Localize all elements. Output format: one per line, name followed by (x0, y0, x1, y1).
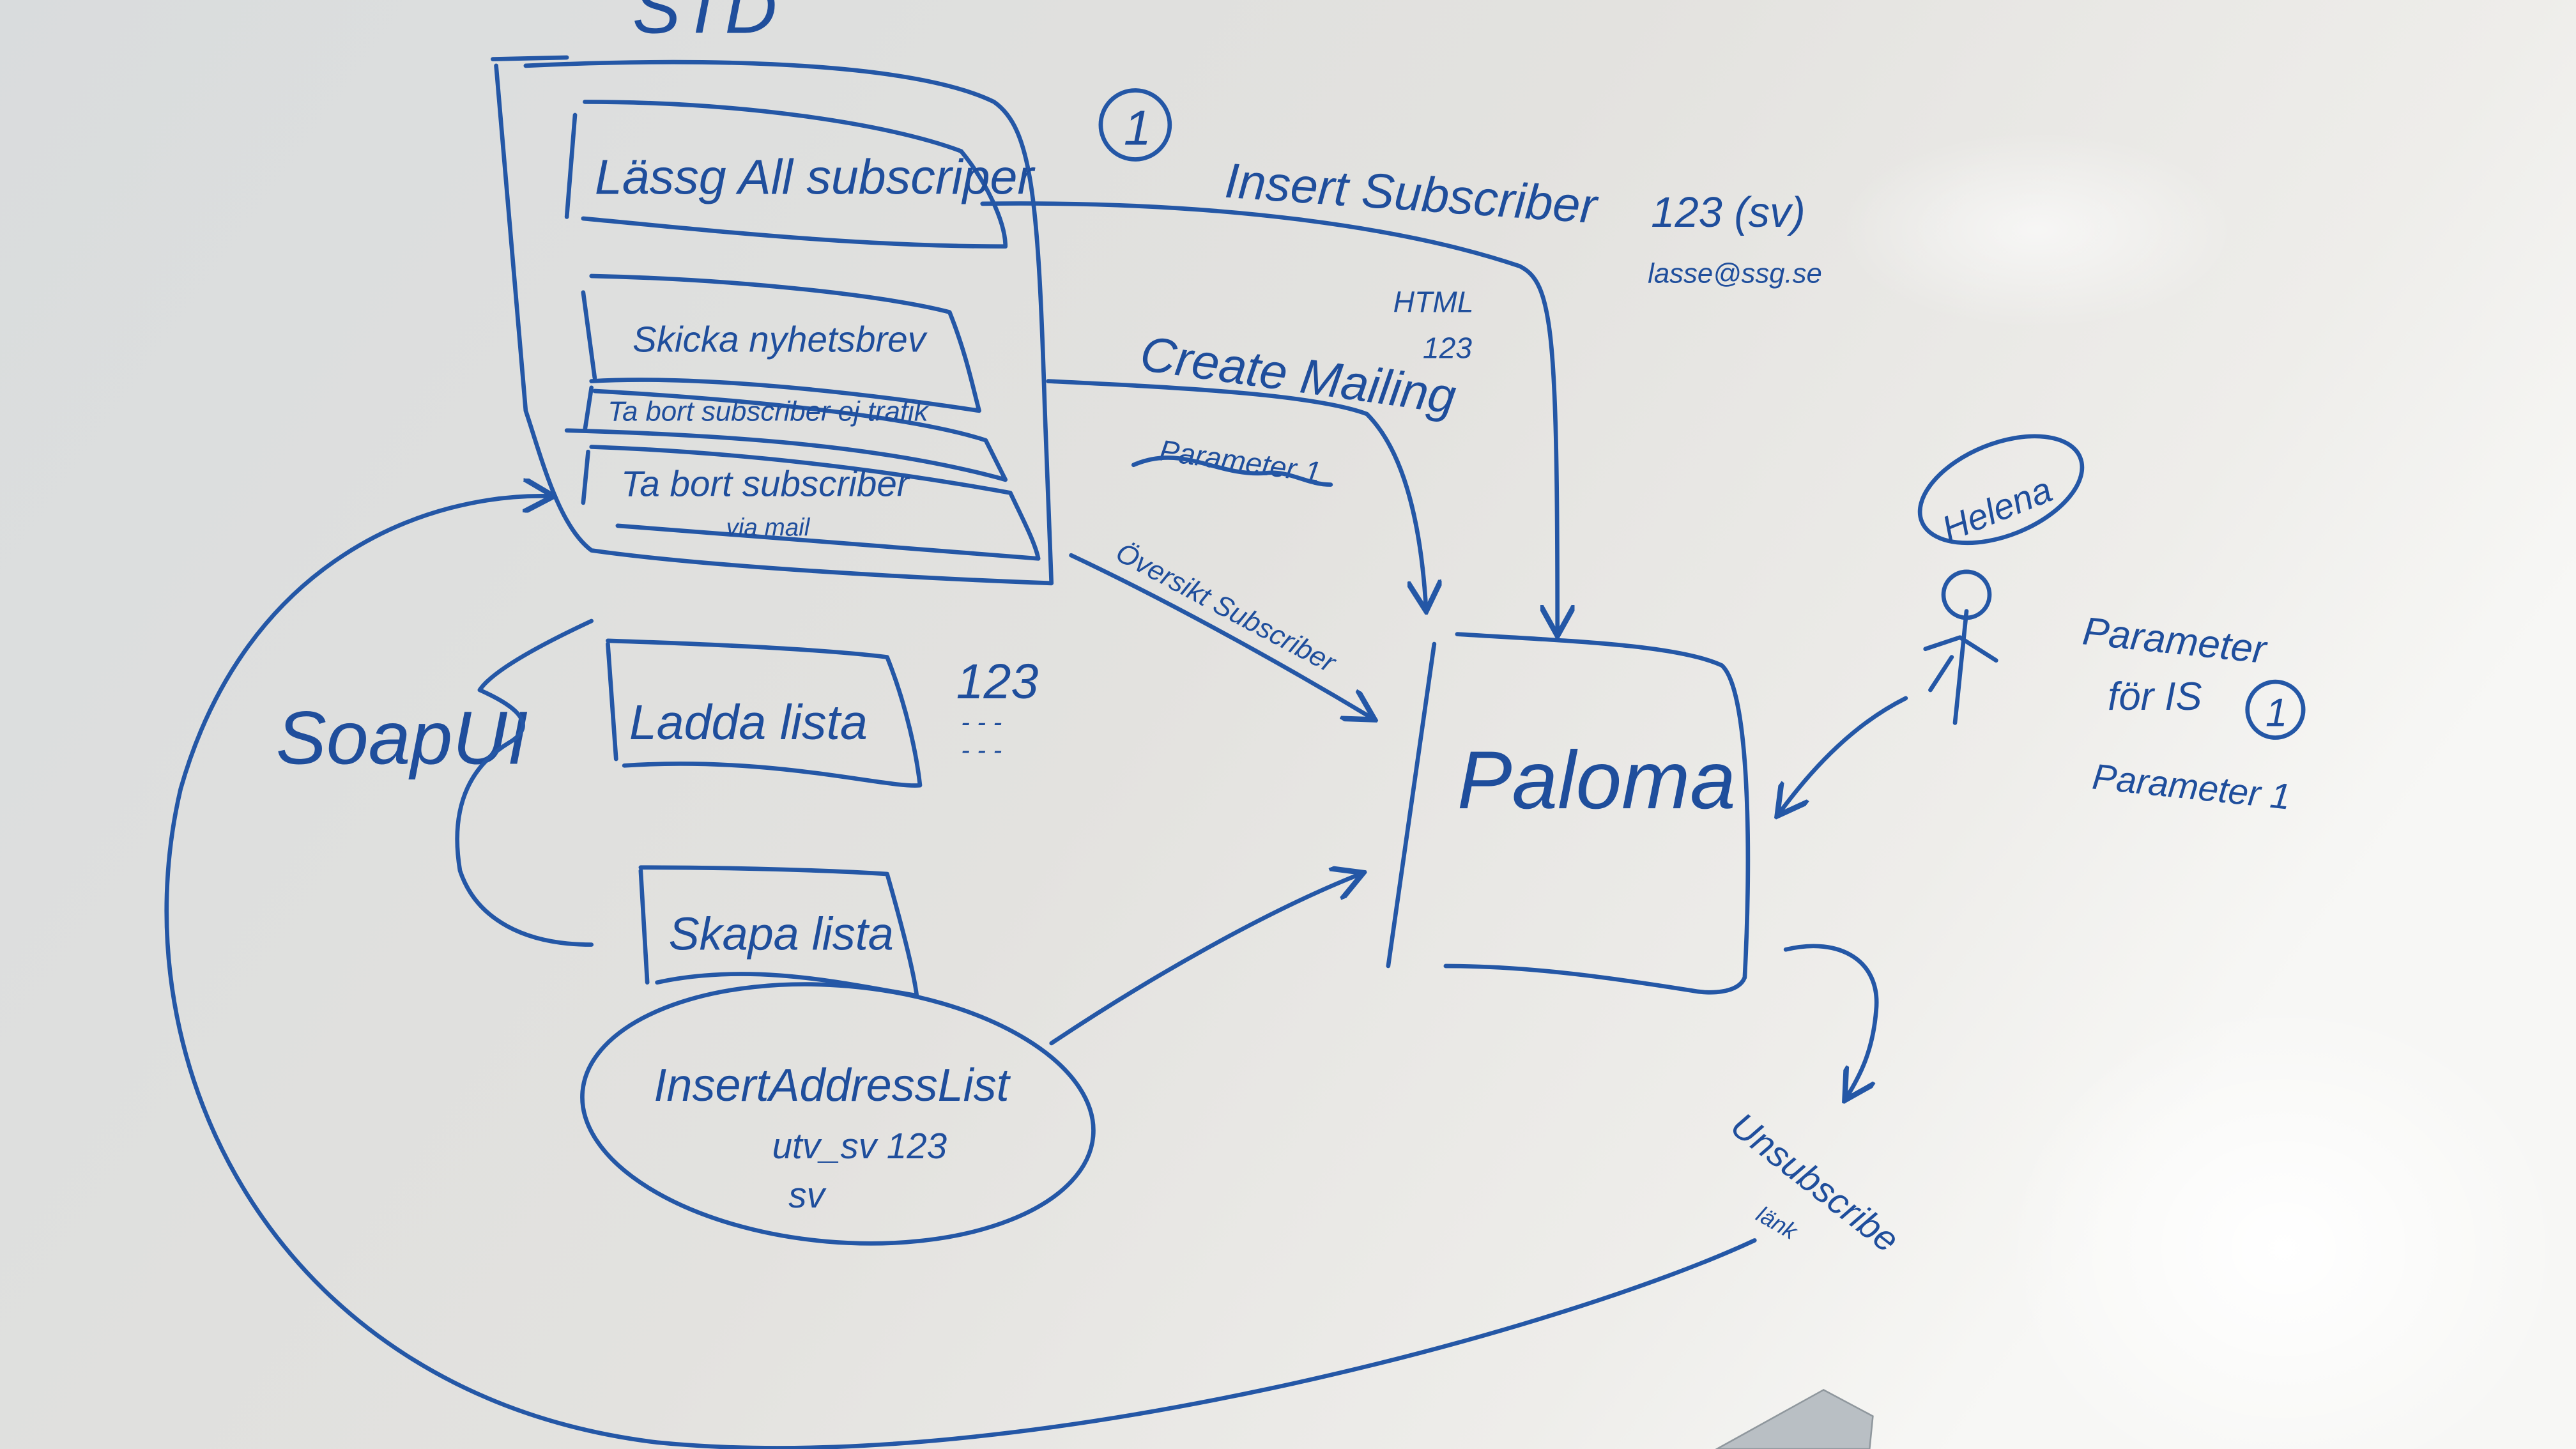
soapui-label: SoapUI (276, 696, 528, 781)
html-label: HTML (1393, 286, 1474, 319)
parameter-underline (1131, 456, 1333, 487)
return-loop-arrow (164, 496, 1757, 1449)
std-title: STD (632, 0, 777, 48)
html-number: 123 (1423, 332, 1472, 365)
std-item-3: Ta bort subscriber ej trafik (608, 395, 929, 427)
oversikt-arrow (1069, 553, 1372, 718)
step-number-circle (1098, 88, 1172, 162)
helena-bubble (1917, 434, 2085, 546)
ladda-dashes-2: - - - (961, 735, 1002, 765)
stick-figure-icon (1923, 569, 1998, 725)
params-note-circle-number: 1 (2266, 691, 2287, 735)
ladda-dashes-1: - - - (961, 707, 1002, 737)
std-box-3 (564, 385, 1008, 482)
insert-address-param-1: utv_sv 123 (772, 1126, 947, 1166)
insert-address-label: InsertAddressList (654, 1060, 1011, 1111)
insert-subscriber-param-2: lasse@ssg.se (1648, 257, 1822, 289)
std-container (491, 55, 1054, 586)
skapa-lista-label: Skapa lista (669, 908, 894, 960)
create-mailing-arrow (1046, 379, 1426, 608)
std-box-2 (581, 273, 981, 413)
std-item-2: Skicka nyhetsbrev (632, 319, 928, 359)
std-item-1: Lässg All subscriper (595, 150, 1036, 204)
unsubscribe-arrow (1783, 944, 1879, 1098)
std-item-4: Ta bort subscriber (621, 464, 910, 504)
ladda-lista-box (606, 638, 923, 788)
insert-address-arrow (1049, 874, 1360, 1046)
insert-subscriber-param-1: 123 (sv) (1651, 188, 1805, 236)
paloma-label: Paloma (1457, 735, 1736, 826)
insert-address-param-2: sv (788, 1175, 826, 1215)
light-glare (1840, 131, 2235, 329)
marker-tray (1715, 1388, 1874, 1449)
paloma-box (1386, 632, 1751, 995)
params-note-2: för IS (2108, 675, 2202, 719)
insert-address-ellipse (580, 982, 1096, 1246)
soapui-brace (455, 618, 594, 947)
std-box-4 (581, 445, 1041, 561)
skapa-lista-box (638, 865, 919, 998)
ladda-lista-label: Ladda lista (629, 695, 868, 750)
insert-subscriber-arrow (980, 201, 1558, 632)
std-item-4-sub: via mail (726, 514, 811, 541)
params-note-circle (2245, 679, 2306, 740)
ladda-number: 123 (956, 654, 1039, 709)
light-glare (2004, 1002, 2563, 1449)
step-number: 1 (1124, 100, 1151, 155)
helena-arrow (1779, 696, 1908, 813)
